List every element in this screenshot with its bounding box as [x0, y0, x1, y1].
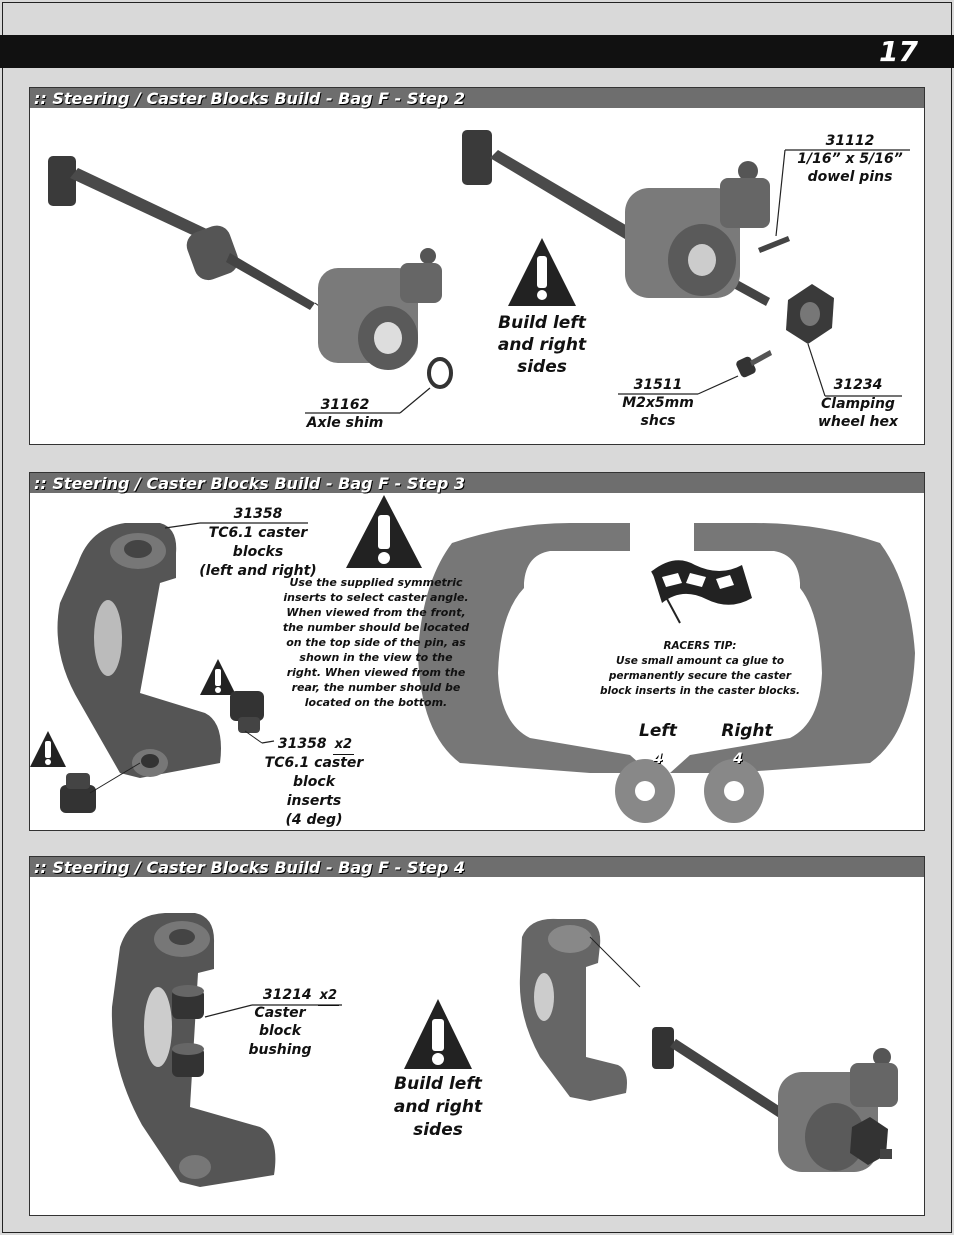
racers-tip-text: Use small amount ca glue to permanently …: [599, 655, 801, 697]
driveshaft-left-image: [48, 156, 315, 310]
caster-blocks-part-number: 31358: [233, 506, 283, 522]
checkered-flag-icon: [651, 560, 752, 624]
caster-angle-note: Use the supplied symmetric inserts to se…: [282, 576, 470, 709]
step3-illustration: [30, 495, 915, 823]
step2-warning-line2: and right: [497, 335, 587, 355]
driveshaft-assembly-image: [652, 1027, 898, 1172]
step3-title: :: Steering / Caster Blocks Build - Bag …: [34, 474, 466, 493]
warning-icon: [404, 999, 472, 1069]
step2-warning-line3: sides: [517, 357, 567, 377]
inserts-line4: (4 deg): [285, 812, 343, 828]
step4-warning-line1: Build left: [394, 1074, 482, 1094]
racers-tip-title: RACERS TIP:: [663, 640, 737, 652]
hex-part-number: 31234: [833, 377, 883, 393]
right-insert-number: 4: [733, 751, 743, 767]
caster-insert-image-1: [230, 691, 264, 733]
caster-block-exploded-image: [111, 913, 276, 1187]
page-header-bar: 17: [0, 35, 954, 68]
right-label: Right: [721, 721, 773, 741]
step2-panel: :: Steering / Caster Blocks Build - Bag …: [29, 87, 925, 445]
page-number: 17: [879, 35, 918, 68]
bushing-line1: Caster: [254, 1005, 306, 1021]
hex-line1: Clamping: [821, 396, 895, 412]
inserts-quantity: x2: [332, 736, 355, 755]
step2-header: :: Steering / Caster Blocks Build - Bag …: [30, 88, 924, 108]
step4-panel: :: Steering / Caster Blocks Build - Bag …: [29, 856, 925, 1216]
inserts-line1: TC6.1 caster: [264, 755, 364, 771]
bushing-line3: bushing: [248, 1042, 312, 1058]
shim-name: Axle shim: [306, 415, 384, 431]
steering-block-left-image: [318, 248, 442, 370]
step2-warning-line1: Build left: [498, 313, 586, 333]
caster-insert-image-2: [60, 773, 96, 813]
caster-blocks-line1: TC6.1 caster: [208, 525, 308, 541]
warning-icon-insert-1: [200, 659, 236, 695]
dowel-name: dowel pins: [807, 169, 893, 185]
step3-header: :: Steering / Caster Blocks Build - Bag …: [30, 473, 924, 493]
bushing-quantity: x2: [317, 987, 340, 1006]
axle-shim-image: [427, 357, 453, 389]
step4-warning-line3: sides: [413, 1120, 463, 1140]
dowel-part-number: 31112: [825, 133, 875, 149]
step2-title: :: Steering / Caster Blocks Build - Bag …: [34, 89, 466, 108]
hex-line2: wheel hex: [817, 414, 899, 430]
left-label: Left: [639, 721, 677, 741]
shcs-part-number: 31511: [633, 377, 683, 393]
inserts-line3: inserts: [286, 793, 342, 809]
bushing-image-1: [172, 985, 204, 1019]
step4-warning-line2: and right: [393, 1097, 483, 1117]
caster-blocks-front-view-image: [418, 523, 915, 823]
steering-block-right-image: [625, 161, 770, 298]
bushing-line2: block: [258, 1023, 302, 1039]
shcs-size: M2x5mm: [622, 395, 694, 411]
dowel-pin-image: [758, 236, 790, 253]
step4-title: :: Steering / Caster Blocks Build - Bag …: [34, 858, 466, 877]
shcs-screw-image: [736, 350, 772, 378]
bushing-image-2: [172, 1043, 204, 1077]
warning-icon: [346, 495, 422, 568]
step3-panel: :: Steering / Caster Blocks Build - Bag …: [29, 472, 925, 831]
caster-blocks-line2: blocks: [232, 544, 284, 560]
warning-icon: [508, 238, 576, 306]
clamping-hex-image: [786, 284, 834, 344]
shim-part-number: 31162: [320, 397, 370, 413]
warning-icon-insert-2: [30, 731, 66, 767]
caster-block-assembly-image: [519, 918, 627, 1101]
caster-block-image: [57, 523, 221, 778]
step4-header: :: Steering / Caster Blocks Build - Bag …: [30, 857, 924, 877]
shcs-name: shcs: [640, 413, 676, 429]
left-insert-number: 4: [653, 751, 663, 767]
caster-blocks-line3: (left and right): [199, 563, 317, 579]
inserts-line2: block: [292, 774, 336, 790]
step4-illustration: [111, 913, 898, 1187]
dowel-size: 1/16” x 5/16”: [797, 151, 903, 167]
step2-illustration: [48, 130, 910, 414]
